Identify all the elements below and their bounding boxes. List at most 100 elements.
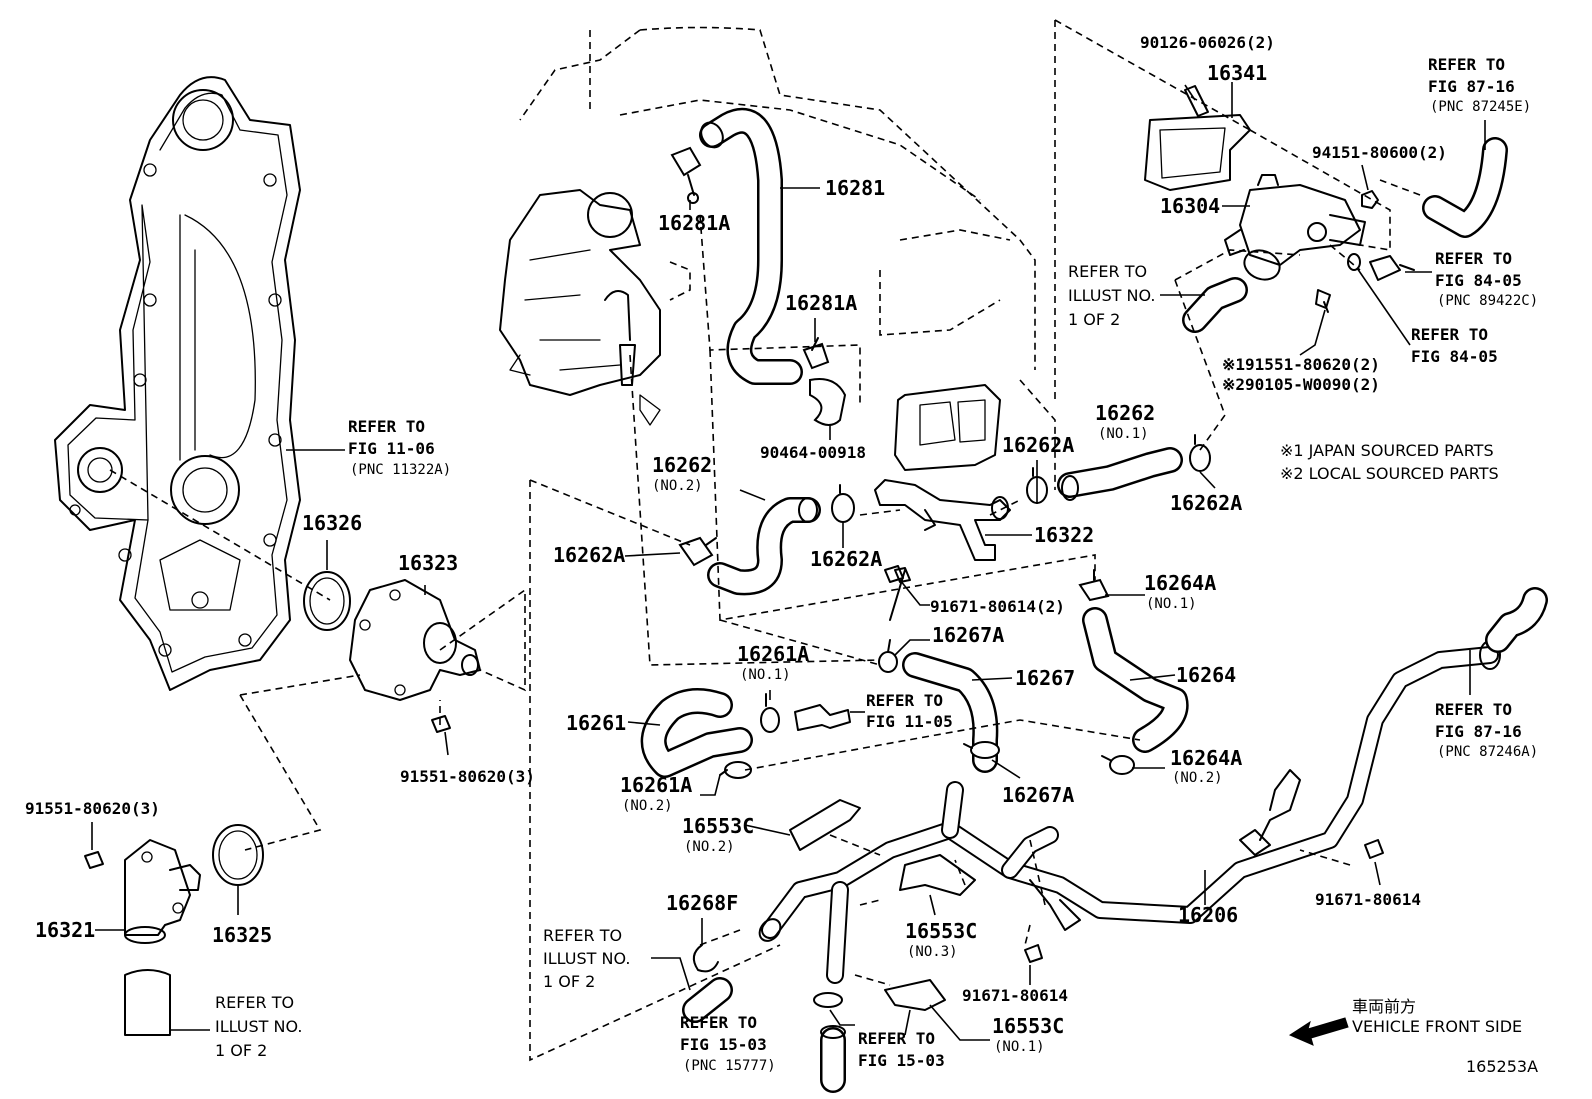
hose-16281 (699, 107, 803, 385)
label-16264A-no1: 16264A (1144, 571, 1216, 595)
label-16264A-no1-sub: (NO.1) (1146, 596, 1197, 612)
label-16322: 16322 (1034, 523, 1094, 547)
label-16264A-no2: 16264A (1170, 746, 1242, 770)
engine-block-outline (519, 26, 1036, 370)
refer-fig-11-06-line1: REFER TO (348, 417, 425, 436)
label-16262A-upper: 16262A (1002, 433, 1074, 457)
timing-chain-cover (54, 76, 301, 691)
gasket-16341 (1144, 114, 1251, 191)
clamp-16262A-left (678, 536, 717, 567)
gasket-16325 (212, 824, 264, 886)
label-16281: 16281 (825, 176, 885, 200)
refer-fig-87-16-upper-line2: FIG 87-16 (1428, 77, 1515, 96)
direction-legend: 車両前方 VEHICLE FRONT SIDE (1352, 997, 1522, 1036)
leader-lines (91, 82, 1486, 1041)
water-outlet-16304 (1224, 174, 1366, 281)
refer-illust-mid-line3: 1 OF 2 (543, 972, 595, 991)
direction-jp: 車両前方 (1352, 997, 1416, 1016)
temperature-sensor (1347, 253, 1415, 281)
clamp-16281A-upper (670, 146, 702, 204)
label-91671-80614-right: 91671-80614 (1315, 890, 1421, 909)
label-16323: 16323 (398, 551, 458, 575)
refer-fig-87-16-lower-line2: FIG 87-16 (1435, 722, 1522, 741)
label-16261A-no1: 16261A (737, 642, 809, 666)
refer-fig-84-05-lower: REFER TO FIG 84-05 (1411, 325, 1498, 366)
label-16262-no2-sub: (NO.2) (652, 478, 703, 494)
clamp-16262A-right (1189, 434, 1211, 472)
refer-illust-left-line2: ILLUST NO. (215, 1017, 302, 1036)
union-ref-11-05 (794, 704, 851, 731)
label-16264: 16264 (1176, 663, 1236, 687)
label-290105-W0090: ※290105-W0090(2) (1222, 375, 1380, 394)
bracket-90464-00918 (809, 378, 847, 426)
label-16262-no1: 16262 (1095, 401, 1155, 425)
refer-illust-top-line2: ILLUST NO. (1068, 286, 1155, 305)
gasket-16326 (303, 571, 351, 631)
label-16267A-upper: 16267A (932, 623, 1004, 647)
hose-16261 (640, 688, 753, 778)
refer-fig-87-16-upper-line3: (PNC 87245E) (1430, 99, 1531, 115)
refer-fig-87-16-upper-line1: REFER TO (1428, 55, 1505, 74)
clamp-16261A-no2 (719, 761, 752, 779)
hose-ref-15-03 (682, 977, 846, 1093)
clamp-16267A-lower (963, 741, 1000, 759)
refer-illust-mid-line1: REFER TO (543, 926, 622, 945)
refer-fig-15-03-left-line2: FIG 15-03 (680, 1035, 767, 1054)
hose-16262-no2 (707, 497, 821, 596)
bolt-91551-80620-b (84, 851, 104, 869)
refer-fig-84-05-lower-line2: FIG 84-05 (1411, 347, 1498, 366)
label-16262A-mid: 16262A (810, 547, 882, 571)
bracket-16553C-no3 (899, 854, 976, 896)
nut-94151-80600 (1361, 190, 1379, 209)
label-16553C-no2-sub: (NO.2) (684, 839, 735, 855)
refer-illust-left-line3: 1 OF 2 (215, 1041, 267, 1060)
hose-ref-87-16 (1422, 137, 1508, 238)
refer-fig-87-16-upper: REFER TO FIG 87-16 (PNC 87245E) (1428, 55, 1531, 115)
clamp-16281A-lower (802, 337, 830, 370)
label-16261: 16261 (566, 711, 626, 735)
hose-ref-illust-top (1182, 277, 1248, 333)
refer-fig-11-05-line1: REFER TO (866, 691, 943, 710)
label-16325: 16325 (212, 923, 272, 947)
refer-fig-15-03-right-line1: REFER TO (858, 1029, 935, 1048)
bolt-191551 (1315, 289, 1331, 313)
clamp-lower (813, 992, 843, 1008)
label-16262A-right: 16262A (1170, 491, 1242, 515)
refer-fig-84-05-upper: REFER TO FIG 84-05 (PNC 89422C) (1435, 249, 1538, 309)
water-pump-assembly (499, 189, 661, 426)
part-labels: 16281 16281A 16281A 90464-00918 16262 (N… (25, 33, 1447, 1055)
hose-ref-illust-left (124, 969, 171, 1036)
clamp-16267A-upper (878, 639, 898, 673)
note-japan-sourced: ※1 JAPAN SOURCED PARTS (1280, 441, 1494, 460)
label-16261A-no2-sub: (NO.2) (622, 798, 673, 814)
label-16206: 16206 (1178, 903, 1238, 927)
hose-16264 (1082, 607, 1189, 753)
vehicle-front-arrow-icon (1288, 1017, 1349, 1046)
hose-16267 (902, 652, 999, 773)
label-16261A-no2: 16261A (620, 773, 692, 797)
label-90126-06026-2: 90126-06026(2) (1140, 33, 1275, 52)
label-16264A-no2-sub: (NO.2) (1172, 770, 1223, 786)
refer-fig-15-03-right-line2: FIG 15-03 (858, 1051, 945, 1070)
label-16553C-no1: 16553C (992, 1014, 1064, 1038)
direction-en: VEHICLE FRONT SIDE (1352, 1017, 1522, 1036)
label-16262A-left: 16262A (553, 543, 625, 567)
refer-fig-11-05-line2: FIG 11-05 (866, 712, 953, 731)
clip-16268F (692, 944, 719, 973)
label-16326: 16326 (302, 511, 362, 535)
refer-fig-15-03-left: REFER TO FIG 15-03 (PNC 15777) (680, 1013, 776, 1074)
label-16267: 16267 (1015, 666, 1075, 690)
clamp-16264A-no1 (1078, 569, 1110, 602)
note-local-sourced: ※2 LOCAL SOURCED PARTS (1280, 464, 1499, 483)
hose-16262-no1 (1057, 447, 1183, 501)
label-16268F: 16268F (666, 891, 738, 915)
housing-16323 (349, 579, 481, 701)
clamp-16264A-no2 (1101, 755, 1135, 775)
refer-fig-84-05-lower-line1: REFER TO (1411, 325, 1488, 344)
refer-illust-mid: REFER TO ILLUST NO. 1 OF 2 (543, 926, 630, 991)
bolt-91671-80614-a (1024, 944, 1043, 963)
label-16553C-no2: 16553C (682, 814, 754, 838)
label-90464-00918: 90464-00918 (760, 443, 866, 462)
label-16341: 16341 (1207, 61, 1267, 85)
